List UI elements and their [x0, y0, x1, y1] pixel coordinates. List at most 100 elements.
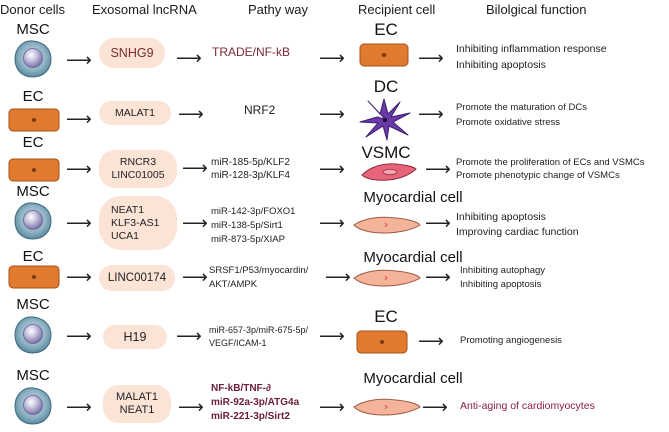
arrow-icon: ⟶	[319, 48, 345, 68]
pathway-label: miR-221-3p/Sirt2	[211, 411, 290, 422]
function-text-2: Inhibiting apoptosis	[460, 279, 542, 290]
pathway-label: VEGF/ICAM-1	[209, 338, 267, 348]
donor-label-ec: EC	[22, 88, 44, 105]
lncrna-pill-h19: H19	[103, 325, 167, 349]
ec-cell-icon	[359, 43, 409, 67]
function-text-2: Promote oxidative stress	[456, 117, 561, 128]
arrow-icon: ⟶	[418, 331, 444, 351]
donor-label-msc: MSC	[16, 183, 50, 200]
lncrna-label: MALAT1	[114, 106, 156, 119]
arrow-icon: ⟶	[425, 159, 451, 179]
pathway-label: SRSF1/P53/myocardin/	[209, 265, 309, 276]
vsmc-cell-icon	[361, 163, 417, 181]
arrow-icon: ⟶	[66, 213, 92, 233]
arrow-icon: ⟶	[176, 326, 202, 346]
msc-cell-icon	[14, 316, 52, 354]
pathway-label: miR-128-3p/KLF4	[211, 170, 290, 181]
donor-label-msc: MSC	[16, 296, 50, 313]
header-recipient-cell: Recipient cell	[358, 2, 436, 17]
function-text-2: Improving cardiac function	[456, 226, 579, 238]
arrow-icon: ⟶	[325, 267, 351, 287]
pathway-label: miR-185-5p/KLF2	[211, 157, 290, 168]
function-text-1: Inhibiting inflammation response	[456, 43, 607, 55]
function-text-2: Inhibiting apoptosis	[456, 59, 546, 71]
pathway-label: AKT/AMPK	[209, 279, 258, 290]
arrow-icon: ⟶	[178, 397, 204, 417]
function-text-1: Inhibiting apoptosis	[456, 211, 546, 223]
arrow-icon: ⟶	[66, 50, 92, 70]
arrow-icon: ⟶	[176, 48, 202, 68]
lncrna-label: H19	[123, 329, 147, 344]
myocardial-cell-icon	[353, 398, 421, 416]
arrow-icon: ⟶	[178, 104, 204, 124]
header-donor-cells: Donor cells	[0, 2, 66, 17]
lncrna-label: NEAT1	[119, 404, 155, 416]
arrow-icon: ⟶	[418, 104, 444, 124]
arrow-icon: ⟶	[182, 213, 208, 233]
lncrna-pill-neat1-klf3as1-uca1: NEAT1 KLF3-AS1 UCA1	[99, 196, 177, 250]
lncrna-label: RNCR3	[119, 156, 157, 168]
arrow-icon: ⟶	[319, 104, 345, 124]
msc-cell-icon	[14, 387, 52, 425]
arrow-icon: ⟶	[182, 158, 208, 178]
arrow-icon: ⟶	[319, 326, 345, 346]
lncrna-label: LINC01005	[111, 169, 165, 181]
lncrna-pill-malat1: MALAT1	[99, 101, 171, 125]
arrow-icon: ⟶	[66, 397, 92, 417]
function-text-1: Promoting angiogenesis	[460, 335, 562, 346]
lncrna-pill-malat1-neat1: MALAT1 NEAT1	[103, 385, 171, 423]
function-text-1: Inhibiting autophagy	[460, 265, 546, 276]
header-biological-function: Bilolgical function	[486, 2, 587, 17]
msc-cell-icon	[14, 202, 52, 240]
pathway-label: miR-142-3p/FOXO1	[211, 206, 296, 217]
arrow-icon: ⟶	[66, 267, 92, 287]
pathway-label: miR-92a-3p/ATG4a	[211, 397, 300, 408]
arrow-icon: ⟶	[418, 48, 444, 68]
lncrna-label: LINC00174	[107, 271, 167, 284]
recipient-label-myocardial: Myocardial cell	[363, 370, 463, 387]
arrow-icon: ⟶	[66, 159, 92, 179]
pathway-label: NF-kB/TNF-∂	[211, 383, 271, 394]
arrow-icon: ⟶	[66, 109, 92, 129]
donor-label-msc: MSC	[16, 367, 50, 384]
donor-label-ec: EC	[22, 134, 44, 151]
function-text-2: Promote phenotypic change of VSMCs	[456, 170, 620, 181]
recipient-label-vsmc: VSMC	[361, 143, 411, 162]
pathway-label: miR-138-5p/Sirt1	[211, 220, 283, 231]
recipient-label-ec: EC	[374, 20, 398, 39]
lncrna-label: UCA1	[111, 229, 140, 242]
pathway-label: miR-657-3p/miR-675-5p/	[209, 325, 309, 335]
arrow-icon: ⟶	[66, 326, 92, 346]
arrow-icon: ⟶	[182, 267, 208, 287]
header-exosomal-lncrna: Exosomal lncRNA	[92, 2, 197, 17]
arrow-icon: ⟶	[425, 267, 451, 287]
arrow-icon: ⟶	[422, 397, 448, 417]
lncrna-label: KLF3-AS1	[111, 216, 160, 229]
lncrna-pill-linc00174: LINC00174	[99, 265, 175, 291]
lncrna-label: NEAT1	[111, 203, 145, 216]
lncrna-label: SNHG9	[110, 45, 154, 60]
lncrna-pill-rncr3-linc01005: RNCR3 LINC01005	[99, 150, 177, 188]
function-text-1: Promote the proliferation of ECs and VSM…	[456, 157, 645, 168]
ec-cell-icon	[8, 108, 60, 132]
donor-label-ec: EC	[22, 248, 44, 265]
myocardial-cell-icon	[353, 269, 421, 287]
recipient-label-dc: DC	[373, 77, 399, 96]
ec-cell-icon	[8, 265, 60, 289]
donor-label-msc: MSC	[16, 21, 50, 38]
header-pathway: Pathy way	[248, 2, 308, 17]
function-text-1: Anti-aging of cardiomyocytes	[460, 400, 595, 412]
msc-cell-icon	[14, 40, 52, 78]
recipient-label-myocardial: Myocardial cell	[363, 249, 463, 266]
recipient-label-ec: EC	[374, 307, 398, 326]
pathway-label: miR-873-5p/XIAP	[211, 234, 285, 245]
myocardial-cell-icon	[353, 216, 421, 234]
lncrna-label: MALAT1	[116, 391, 158, 403]
pathway-label: TRADE/NF-kB	[212, 45, 290, 59]
ec-cell-icon	[356, 330, 408, 354]
arrow-icon: ⟶	[319, 159, 345, 179]
ec-cell-icon	[8, 158, 60, 182]
arrow-icon: ⟶	[319, 397, 345, 417]
function-text-1: Promote the maturation of DCs	[456, 102, 587, 113]
